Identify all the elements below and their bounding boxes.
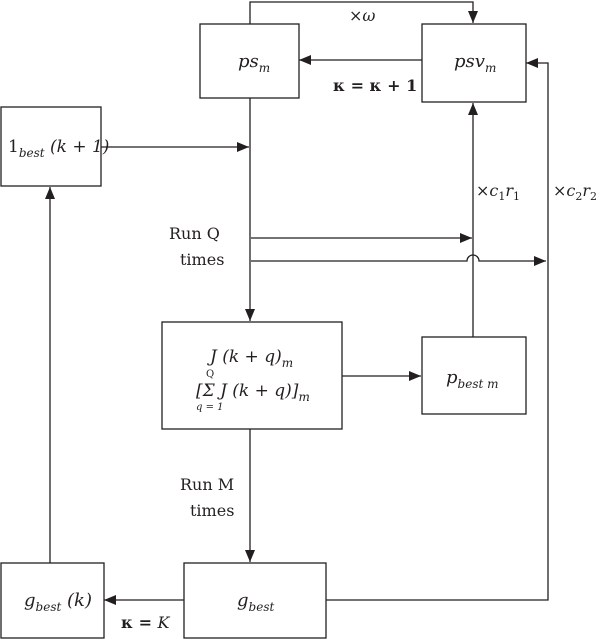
- sum-lower-limit: q = 1: [196, 402, 224, 413]
- kappa-update-label: κ = κ + 1: [333, 76, 417, 95]
- runq-arrow-2: [251, 254, 546, 266]
- cost-line-2: [Σ J (k + q)]m: [196, 381, 310, 404]
- cost-line-1: J (k + q)m: [207, 347, 293, 370]
- psv-block: psvm: [421, 23, 527, 103]
- svg-text:psvm: psvm: [454, 51, 496, 75]
- gbest-block: gbest: [183, 562, 327, 639]
- svg-text:psm: psm: [238, 51, 270, 75]
- svg-text:1best (k + 1): 1best (k + 1): [8, 137, 109, 160]
- svg-text:pbest m: pbest m: [446, 367, 499, 391]
- sum-upper-limit: Q: [206, 369, 214, 380]
- pbest-block: pbest m: [421, 336, 527, 415]
- run-q-label-line2: times: [180, 250, 224, 269]
- c2r2-label: ×c2r2: [553, 181, 597, 203]
- run-m-label-line1: Run M: [180, 475, 234, 494]
- run-q-label-line1: Run Q: [169, 224, 220, 243]
- ps-block: psm: [199, 23, 300, 99]
- gbestk-block: gbest (k): [0, 562, 105, 639]
- omega-arrow: [249, 1, 478, 24]
- run-m-label-line2: times: [190, 501, 234, 520]
- svg-text:gbest (k): gbest (k): [24, 590, 92, 614]
- svg-text:gbest: gbest: [237, 590, 274, 614]
- onebest-block: 1best (k + 1): [0, 106, 109, 187]
- gbest-to-psv-arrow: [326, 58, 549, 601]
- c1r1-label: ×c1r1: [476, 181, 520, 203]
- cost-block: J (k + q)m Q [Σ J (k + q)]m q = 1: [161, 321, 343, 430]
- kappa-final-label: κ = K: [121, 613, 171, 632]
- omega-label: ×ω: [349, 6, 375, 25]
